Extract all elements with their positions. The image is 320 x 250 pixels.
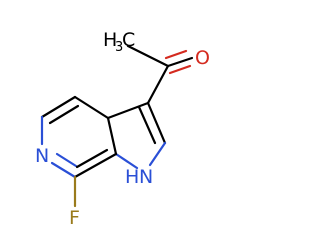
c2-n1-bond <box>148 141 167 167</box>
nh-nitrogen-label: N <box>139 166 153 188</box>
n1-c7a-bond <box>114 152 139 170</box>
methyl-subscript-label: 3 <box>115 40 123 55</box>
c4-c5-double-bond <box>48 104 80 125</box>
c3a-c4-bond <box>73 95 110 120</box>
n6-c7-double-bond <box>55 152 78 168</box>
pyridine-nitrogen-label: N <box>35 145 49 167</box>
carbonyl-to-ring-bond <box>146 64 170 105</box>
c3-c2-bond <box>146 101 167 145</box>
structure-diagram: H 3 C O N F H N <box>35 29 210 229</box>
carbonyl-double-bond-inner <box>168 64 192 75</box>
c3-c2-double-bond <box>137 105 157 145</box>
methyl-c-label: C <box>122 29 135 51</box>
c7-c7a-double-bond <box>75 148 109 169</box>
carbonyl-bond-part <box>166 56 194 68</box>
oxygen-atom-label: O <box>195 47 210 69</box>
fluorine-atom-label: F <box>69 207 80 229</box>
c4-c5-bond <box>40 95 77 119</box>
nh-hydrogen-label: H <box>125 166 139 188</box>
carbonyl-double-bond-outer <box>164 49 188 60</box>
methyl-h-label: H <box>103 29 117 51</box>
c3a-c3-bond <box>106 101 150 120</box>
n6-c7-bond <box>50 161 77 179</box>
c7a-c3a-bond <box>106 116 118 156</box>
methyl-to-carbonyl-bond <box>126 44 170 68</box>
molecule-drawing: H 3 C O N F H N <box>35 29 210 229</box>
c7-c7a-bond <box>73 152 118 179</box>
